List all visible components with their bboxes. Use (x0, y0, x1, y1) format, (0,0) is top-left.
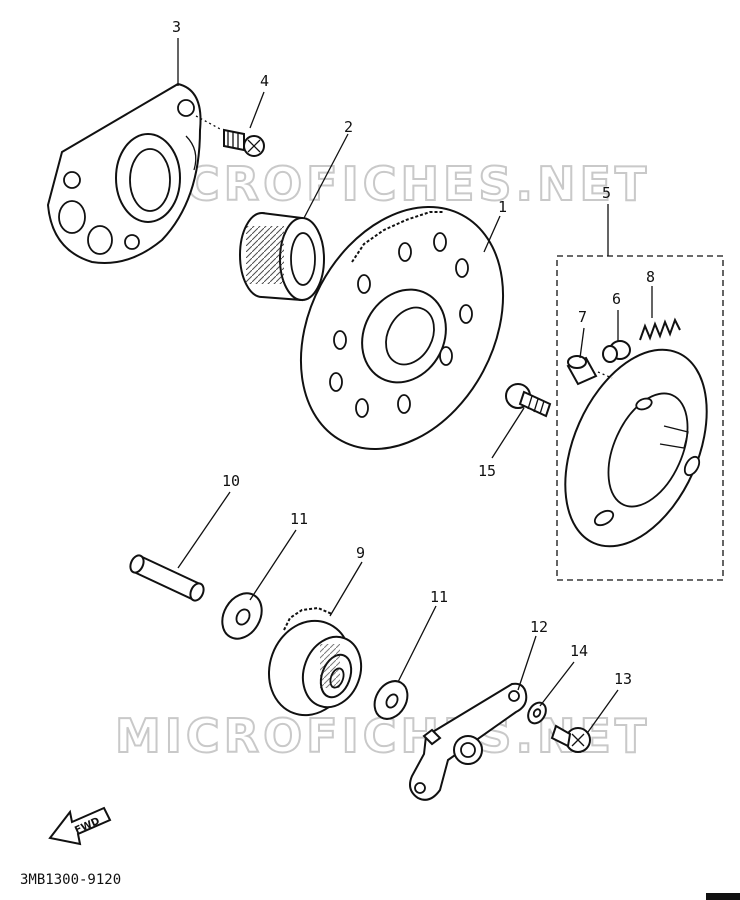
part-9-idler-gear (267, 606, 363, 717)
callout-9: 9 (356, 544, 365, 562)
callout-5: 5 (602, 184, 611, 202)
part-code: 3MB1300-9120 (20, 872, 121, 888)
part-15-bolt (505, 383, 552, 418)
callout-1: 1 (498, 198, 507, 216)
part-5-clutch-ring (564, 348, 708, 548)
part-11-washer-a (221, 592, 263, 640)
callout-11-a: 11 (290, 510, 308, 528)
callout-4: 4 (260, 72, 269, 90)
part-7-roller (566, 355, 598, 386)
callout-13: 13 (614, 670, 632, 688)
part-3-plate (46, 82, 202, 264)
callout-6: 6 (612, 290, 621, 308)
callout-8: 8 (646, 268, 655, 286)
watermark-top: MICROFICHES.NET (115, 157, 650, 211)
part-10-shaft (129, 554, 205, 602)
part-11-washer-b (373, 680, 409, 720)
part-8-spring (639, 317, 681, 341)
fwd-arrow-icon: FWD (48, 806, 112, 846)
callout-15: 15 (478, 462, 496, 480)
callout-10: 10 (222, 472, 240, 490)
part-14-washer (527, 701, 547, 725)
corner-mark (706, 893, 740, 900)
callout-14: 14 (570, 642, 588, 660)
group-5-box (556, 255, 724, 581)
leader-lines (177, 38, 653, 733)
callout-3: 3 (172, 18, 181, 36)
part-4-screw (195, 115, 265, 157)
part-6-plunger (602, 340, 631, 363)
callout-2: 2 (344, 118, 353, 136)
callout-7: 7 (578, 308, 587, 326)
part-13-bolt (550, 724, 591, 753)
part-2-bearing (239, 212, 325, 302)
callout-11-b: 11 (430, 588, 448, 606)
callout-12: 12 (530, 618, 548, 636)
part-1-gear-disc (299, 206, 505, 450)
part-12-plate (409, 682, 528, 801)
